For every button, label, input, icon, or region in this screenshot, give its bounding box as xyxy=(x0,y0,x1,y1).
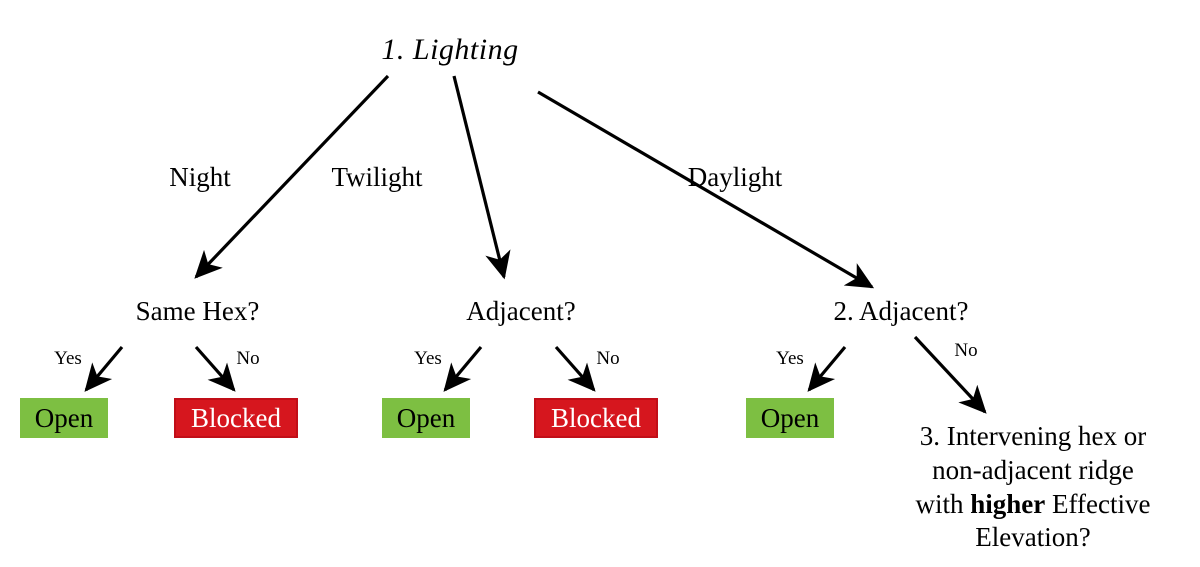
outcome-box-blocked-2-label: Blocked xyxy=(551,402,641,433)
outcome-box-blocked-1-label: Blocked xyxy=(191,402,281,433)
final-question-line-3: with higher Effective xyxy=(868,488,1198,522)
edge-label-adjacent-no-text: No xyxy=(596,348,620,369)
outcome-box-open-3-label: Open xyxy=(760,402,820,433)
edge-label-same-hex-no-text: No xyxy=(236,348,260,369)
final-question-emphasis-higher: higher xyxy=(970,488,1046,519)
root-node-label: 1. Lighting xyxy=(381,33,519,66)
decision-node-adjacent-label: Adjacent? xyxy=(466,296,576,326)
root-node-lighting: 1. Lighting xyxy=(380,33,520,68)
branch-label-twilight: Twilight xyxy=(292,162,462,193)
edge-label-adjacent-yes-text: Yes xyxy=(414,348,442,369)
edge-label-second-adjacent-no: No xyxy=(944,340,988,362)
final-question-line-3-pre: with xyxy=(915,488,971,519)
outcome-box-open-1-label: Open xyxy=(34,402,94,433)
final-question-line-3-post: Effective xyxy=(1045,488,1151,519)
outcome-box-blocked-2: Blocked xyxy=(534,398,658,438)
decision-node-adjacent: Adjacent? xyxy=(410,296,632,327)
decision-node-second-adjacent-label: 2. Adjacent? xyxy=(833,296,969,326)
edge-label-adjacent-no: No xyxy=(586,348,630,370)
outcome-box-blocked-1: Blocked xyxy=(174,398,298,438)
final-question-line-4: Elevation? xyxy=(975,522,1091,553)
outcome-box-open-2: Open xyxy=(382,398,470,438)
edge-label-second-adjacent-yes: Yes xyxy=(762,348,818,370)
final-question-line-2: non-adjacent ridge xyxy=(932,454,1134,485)
branch-label-night-text: Night xyxy=(169,162,231,192)
edge-label-second-adjacent-yes-text: Yes xyxy=(776,348,804,369)
branch-label-twilight-text: Twilight xyxy=(331,162,423,192)
outcome-box-open-1: Open xyxy=(20,398,108,438)
final-question-line-1: 3. Intervening hex or xyxy=(919,421,1147,451)
decision-node-same-hex: Same Hex? xyxy=(85,296,310,327)
branch-label-daylight: Daylight xyxy=(648,162,822,193)
edge-label-second-adjacent-no-text: No xyxy=(954,340,978,361)
outcome-box-open-2-label: Open xyxy=(396,402,456,433)
branch-label-night: Night xyxy=(130,162,270,193)
decision-node-second-adjacent: 2. Adjacent? xyxy=(790,296,1012,327)
edge-label-adjacent-yes: Yes xyxy=(400,348,456,370)
edge-label-same-hex-yes: Yes xyxy=(40,348,96,370)
edge-label-same-hex-no: No xyxy=(226,348,270,370)
outcome-box-open-3: Open xyxy=(746,398,834,438)
final-question-node: 3. Intervening hex or non-adjacent ridge… xyxy=(868,420,1198,555)
decision-node-same-hex-label: Same Hex? xyxy=(135,296,260,326)
branch-label-daylight-text: Daylight xyxy=(687,162,783,192)
edge-label-same-hex-yes-text: Yes xyxy=(54,348,82,369)
